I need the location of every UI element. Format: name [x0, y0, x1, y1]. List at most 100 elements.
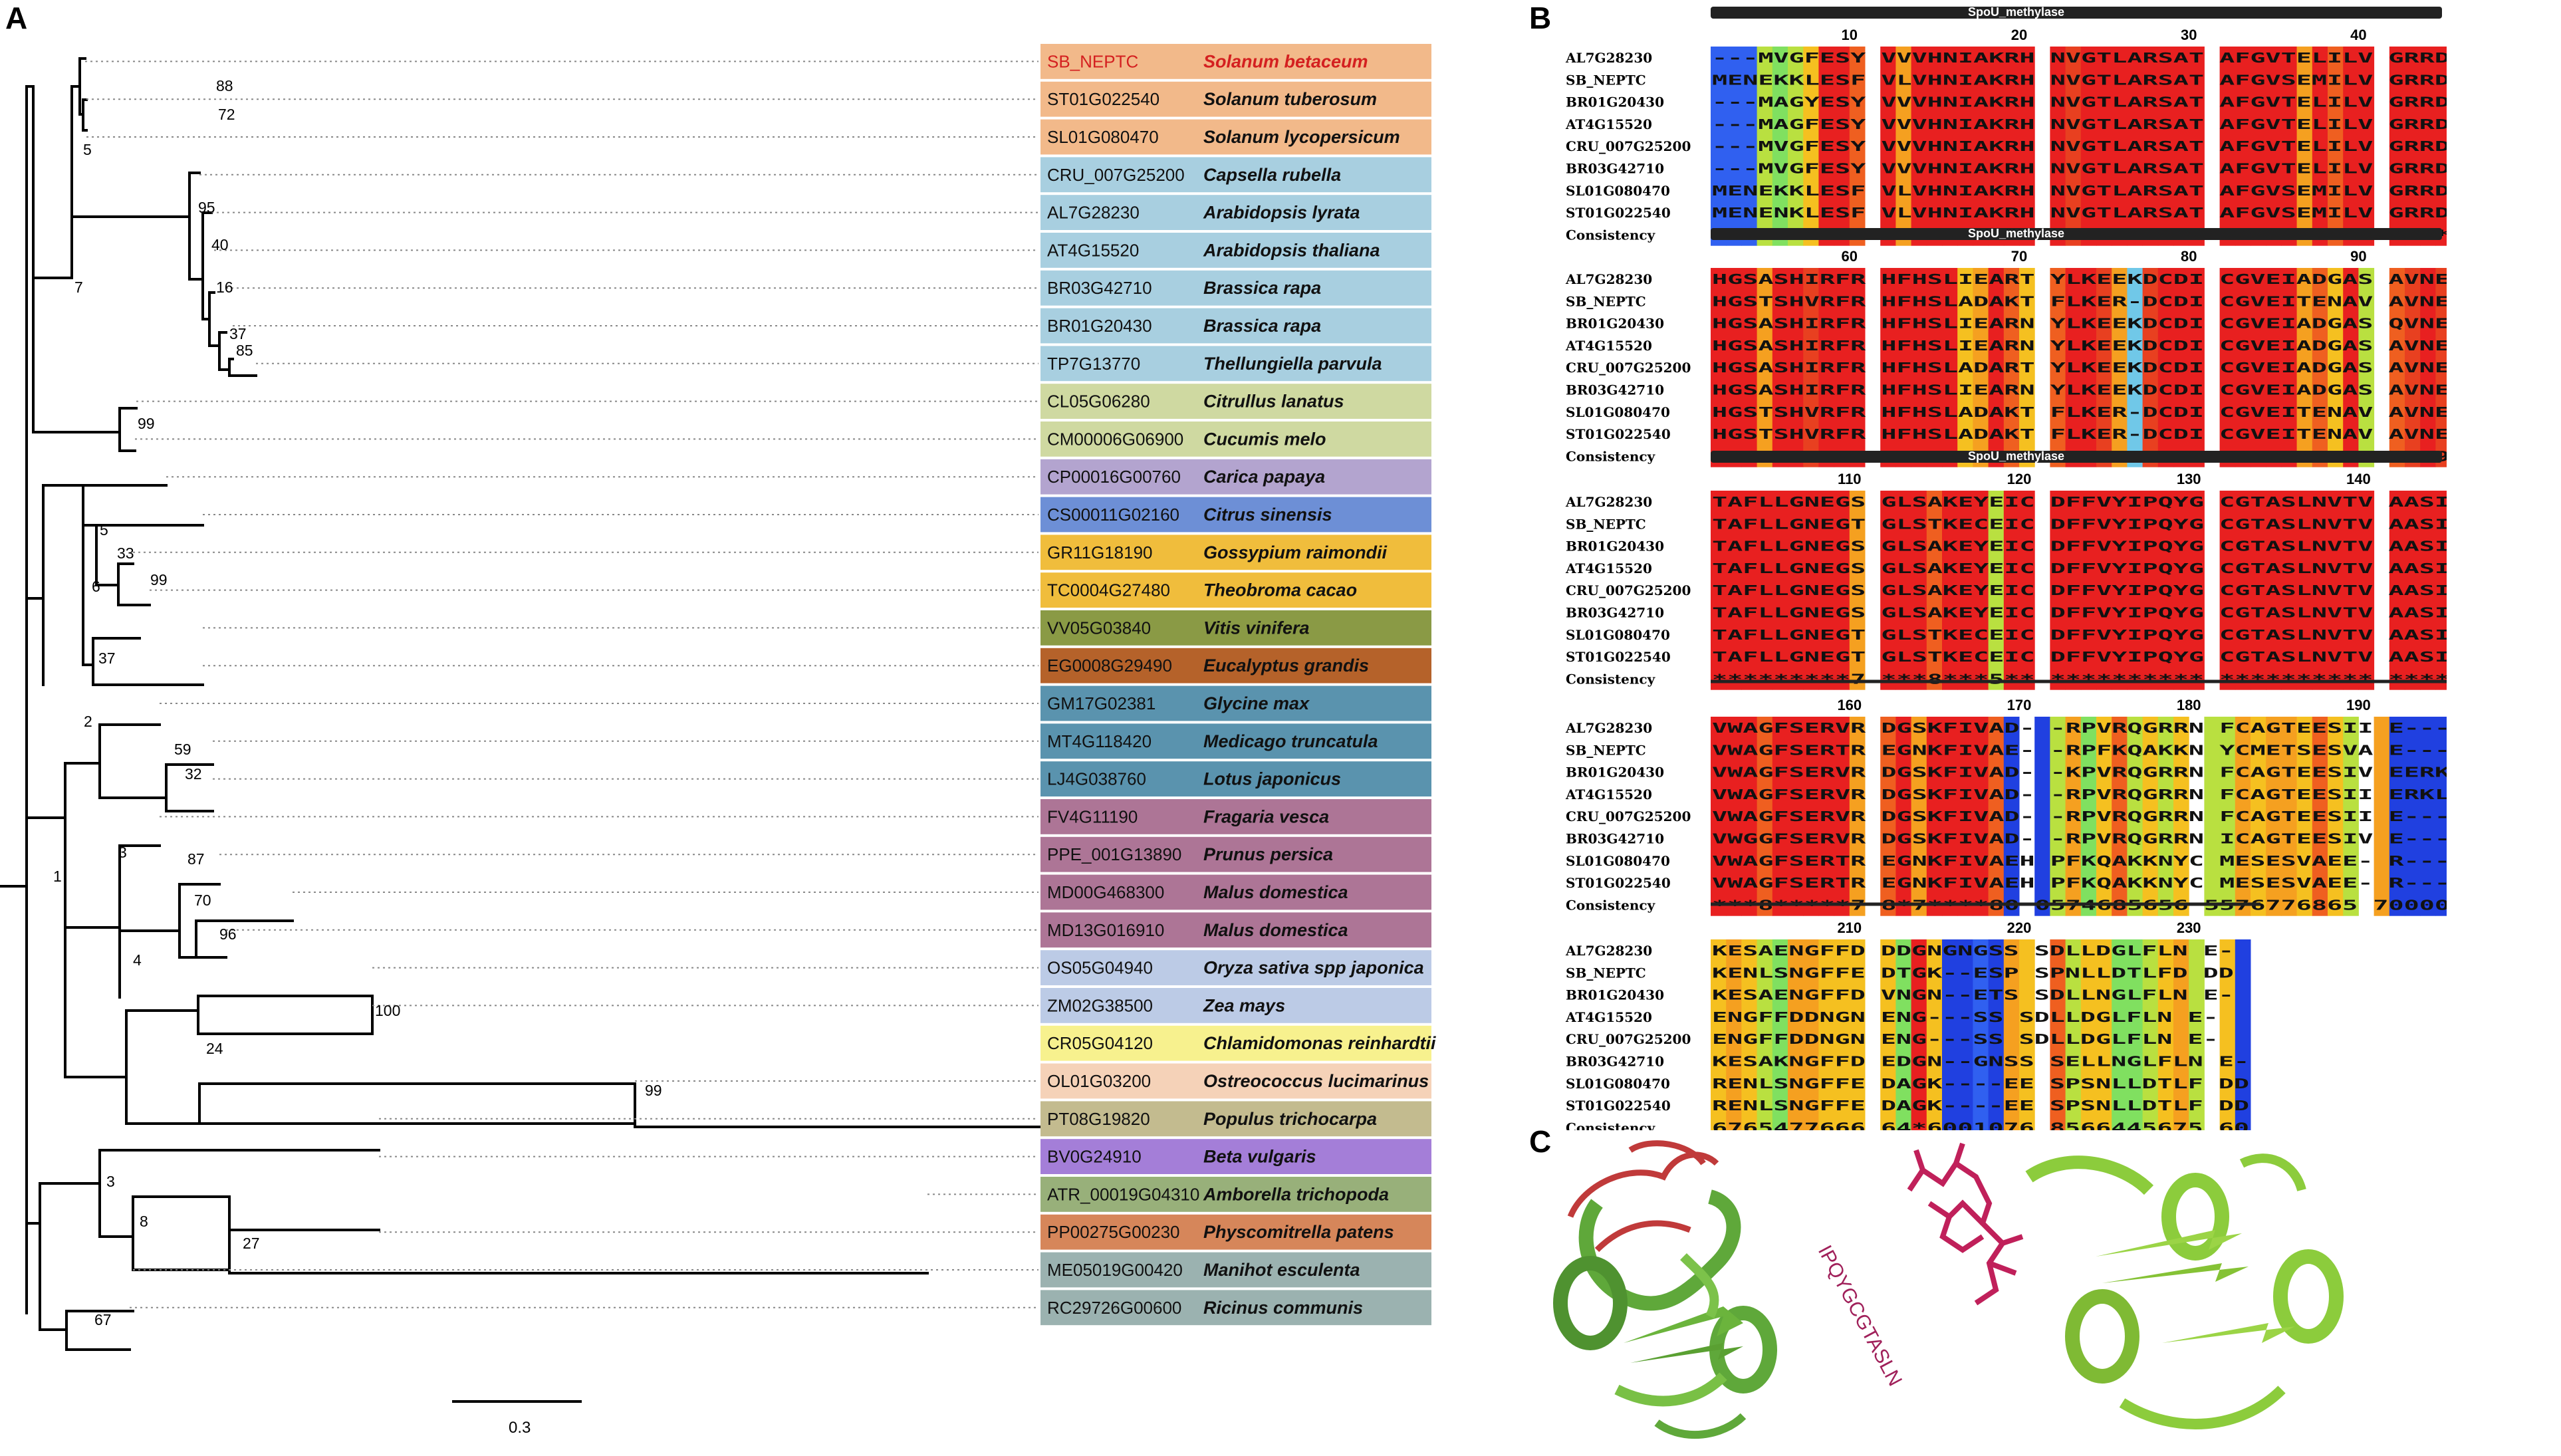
- taxon-species-name: Zea mays: [1203, 995, 1285, 1015]
- taxon-gene-id: PT08G19820: [1047, 1109, 1150, 1129]
- bootstrap-value: 33: [117, 545, 134, 562]
- sequence-name: AT4G15520: [1565, 787, 1652, 802]
- clade-color-band: [1040, 384, 1431, 419]
- taxon-species-name: Brassica rapa: [1203, 278, 1321, 298]
- sequence-residues: KESAKNGFFD EDGN--GNSS SELLNGLFLN E-: [1712, 1054, 2249, 1070]
- taxon-gene-id: PP00275G00230: [1047, 1222, 1180, 1242]
- conservation-column: [2080, 939, 2097, 1130]
- conservation-column: [1788, 491, 1804, 690]
- sequence-name: BR03G42710: [1566, 161, 1664, 177]
- branch: [82, 524, 204, 586]
- conservation-column: [2343, 268, 2359, 467]
- sequence-name: CRU_007G25200: [1566, 582, 1691, 598]
- conservation-column: [1911, 268, 1927, 467]
- sequence-residues: HGSASHIRFR HFHSLIEARN YLKEEKDCDI CGVEIAD…: [1712, 382, 2447, 398]
- conservation-column: [2003, 268, 2020, 467]
- conservation-column: [2080, 491, 2097, 690]
- conservation-column: [2065, 268, 2082, 467]
- conservation-column: [2435, 491, 2447, 690]
- conservation-column: [2389, 491, 2405, 690]
- ruler-number: 60: [1842, 248, 1858, 265]
- branch: [95, 562, 151, 606]
- ruler-number: 130: [2177, 471, 2201, 487]
- conservation-column: [1834, 717, 1850, 916]
- conservation-column: [1988, 47, 2005, 246]
- conservation-column: [2358, 268, 2375, 467]
- clade-color-band: [1040, 81, 1431, 117]
- clade-color-band: [1040, 535, 1431, 570]
- taxon-species-name: Citrullus lanatus: [1203, 392, 1344, 412]
- ruler-number: 20: [2011, 27, 2027, 43]
- consistency-label: Consistency: [1566, 1120, 1656, 1130]
- conservation-column: [2065, 717, 2082, 916]
- protein-structure: IPQYGCGTASLN: [1553, 1140, 2344, 1439]
- conservation-column: [2157, 47, 2174, 246]
- taxon-gene-id: RC29726G00600: [1047, 1298, 1181, 1318]
- conservation-column: [1942, 717, 1958, 916]
- conservation-column: [1895, 717, 1912, 916]
- conservation-column: [1834, 939, 1850, 1130]
- clade-color-band: [1040, 1177, 1431, 1212]
- sequence-name: SL01G080470: [1566, 1076, 1670, 1092]
- conservation-column: [2251, 717, 2266, 916]
- bootstrap-value: 99: [150, 571, 168, 588]
- sequence-residues: ENGFFDDNGN ENG---SS SDLLDGLFLN E-: [1712, 1031, 2219, 1047]
- conservation-column: [2343, 491, 2359, 690]
- conservation-column: [2050, 939, 2066, 1130]
- sequence-residues: TAFLLGNEGS GLSAKEYEIC DFFVYIPQYG CGTASLN…: [1712, 494, 2447, 510]
- conservation-column: [1880, 717, 1896, 916]
- taxon-species-name: Prunus persica: [1203, 844, 1333, 864]
- conservation-column: [2358, 491, 2375, 690]
- sequence-residues: RENLSNGFFE DAGK----EE SPSNLLDTLF DD: [1712, 1098, 2249, 1114]
- branch: [98, 1195, 380, 1274]
- bootstrap-value: 1: [53, 868, 62, 885]
- conservation-column: [1772, 47, 1788, 246]
- sequence-name: BR01G20430: [1566, 94, 1664, 110]
- conservation-column: [2096, 717, 2112, 916]
- conservation-column: [2065, 47, 2082, 246]
- sequence-name: AT4G15520: [1565, 1009, 1652, 1025]
- sequence-alignment: SpoU_methylase1020304050AL7G28230---MVGF…: [1565, 5, 2447, 1130]
- taxon-gene-id: ATR_00019G04310: [1047, 1184, 1199, 1204]
- sequence-residues: ---MAGYESY VVVHNIAKRH NVGTLARSAT AFGVTEL…: [1712, 94, 2447, 110]
- sequence-name: BR01G20430: [1566, 765, 1664, 781]
- branch: [25, 762, 66, 1078]
- conservation-column: [1957, 717, 1973, 916]
- ruler-number: 220: [2007, 919, 2032, 936]
- conservation-column: [1818, 268, 1835, 467]
- ruler-number: 30: [2181, 27, 2197, 43]
- conservation-column: [2112, 268, 2128, 467]
- ruler-number: 40: [2350, 27, 2366, 43]
- conservation-column: [1880, 268, 1896, 467]
- sequence-residues: HGSTSHVRFR HFHSLADAKT FLKER-DCDI CGVEITE…: [1712, 293, 2447, 309]
- sequence-residues: HGSTSHVRFR HFHSLADAKT FLKER-DCDI CGVEITE…: [1712, 426, 2447, 442]
- taxon-gene-id: MD00G468300: [1047, 882, 1164, 902]
- sequence-name: SB_NEPTC: [1566, 742, 1646, 758]
- sequence-residues: VWAGFSERTR EGNKFIVAE- -RPFKQAKKN YCMETSE…: [1712, 742, 2447, 758]
- conservation-column: [1957, 47, 1973, 246]
- conservation-column: [1895, 47, 1912, 246]
- conservation-column: [1957, 268, 1973, 467]
- conservation-column: [2343, 717, 2359, 916]
- conservation-column: [2328, 491, 2344, 690]
- taxon-gene-id: SB_NEPTC: [1047, 51, 1138, 71]
- sequence-name: BR03G42710: [1566, 605, 1664, 621]
- consistency-label: Consistency: [1566, 671, 1656, 687]
- clade-color-band: [1040, 723, 1431, 759]
- sequence-name: SB_NEPTC: [1566, 965, 1646, 981]
- conservation-column: [1973, 491, 1989, 690]
- conservation-column: [1911, 491, 1927, 690]
- conservation-column: [2112, 491, 2128, 690]
- conservation-column: [1803, 47, 1819, 246]
- conservation-column: [1926, 491, 1943, 690]
- sequence-residues: VWGGFSERVR DGSKFIVAD- -RPVRQGRRN ICAGTEE…: [1712, 831, 2447, 847]
- conservation-column: [1973, 717, 1989, 916]
- taxon-species-name: Solanum betaceum: [1203, 51, 1368, 71]
- conservation-column: [1849, 268, 1866, 467]
- sequence-name: AT4G15520: [1565, 116, 1652, 132]
